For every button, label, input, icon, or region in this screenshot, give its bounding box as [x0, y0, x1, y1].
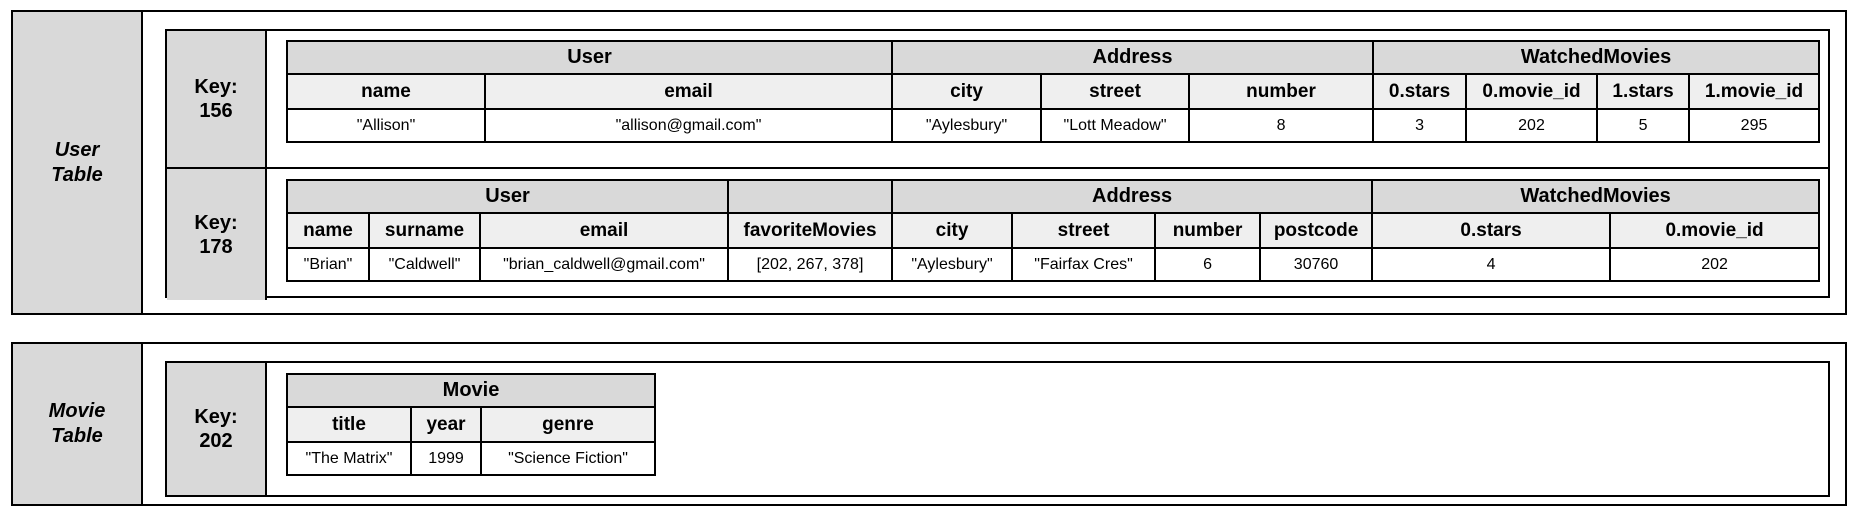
movie-table: Movie Table Key: 202 Movie title year ge… [11, 342, 1847, 506]
key-label: Key: [194, 406, 238, 428]
field-value: 202 [1465, 108, 1599, 143]
field-value: 1999 [410, 441, 482, 476]
field-value: 5 [1596, 108, 1691, 143]
movie-table-name: Movie Table [13, 344, 143, 504]
field-name: name [286, 73, 486, 110]
field-name: title [286, 406, 412, 443]
field-name: 0.movie_id [1609, 212, 1821, 249]
group-header: Address [891, 40, 1375, 75]
group-header: WatchedMovies [1371, 179, 1821, 214]
movie-table-records: Key: 202 Movie title year genre "The Mat… [165, 361, 1830, 497]
key-cell: Key: 156 [167, 31, 267, 167]
group-header: WatchedMovies [1372, 40, 1821, 75]
field-name: city [891, 73, 1043, 110]
field-name: favoriteMovies [727, 212, 894, 249]
field-value: "Lott Meadow" [1040, 108, 1191, 143]
field-value: 6 [1154, 247, 1262, 282]
field-name: 1.stars [1596, 73, 1691, 110]
field-value: 202 [1609, 247, 1821, 282]
key-label: Key: [194, 211, 238, 234]
group-header: User [285, 179, 730, 214]
field-value: "Aylesbury" [891, 247, 1014, 282]
key-cell: Key: 178 [167, 169, 267, 300]
group-header: Movie [286, 373, 656, 408]
field-value: "Science Fiction" [480, 441, 656, 476]
field-name: genre [480, 406, 656, 443]
field-name: 1.movie_id [1688, 73, 1821, 110]
field-name: surname [368, 212, 481, 249]
field-name: postcode [1259, 212, 1374, 249]
user-table: User Table Key: 156 User Address Watched… [11, 10, 1847, 315]
field-name: 0.stars [1372, 73, 1468, 110]
field-name: number [1154, 212, 1262, 249]
record-178: Key: 178 User Address WatchedMovies name [167, 167, 1828, 300]
field-name: street [1011, 212, 1157, 249]
field-value: 30760 [1259, 247, 1374, 282]
key-value: 202 [199, 430, 233, 452]
field-value: "The Matrix" [286, 441, 412, 476]
field-name: name [286, 212, 370, 249]
field-value: "Brian" [286, 247, 370, 282]
field-value: "Allison" [286, 108, 486, 143]
field-name: year [410, 406, 482, 443]
group-header: Address [891, 179, 1374, 214]
field-name: 0.movie_id [1465, 73, 1599, 110]
value-table: User Address WatchedMovies name email ci… [285, 40, 1821, 143]
field-value: 4 [1371, 247, 1612, 282]
value-table: Movie title year genre "The Matrix" 1999… [286, 373, 656, 476]
field-name: email [478, 212, 730, 249]
user-table-name: User Table [13, 12, 143, 313]
key-value: 178 [199, 235, 233, 258]
record-202: Key: 202 Movie title year genre "The Mat… [167, 363, 1828, 495]
group-header: User [285, 40, 894, 75]
field-value: 295 [1688, 108, 1821, 143]
key-cell: Key: 202 [167, 363, 267, 495]
field-value: 3 [1372, 108, 1468, 143]
field-value: "Caldwell" [368, 247, 481, 282]
user-table-records: Key: 156 User Address WatchedMovies name… [165, 29, 1830, 300]
field-name: email [483, 73, 894, 110]
record-156: Key: 156 User Address WatchedMovies name… [167, 31, 1828, 167]
field-value: "Aylesbury" [891, 108, 1043, 143]
key-value: 156 [199, 100, 233, 122]
field-value: "brian_caldwell@gmail.com" [478, 247, 730, 282]
group-header [727, 179, 894, 214]
field-value: [202, 267, 378] [727, 247, 894, 282]
field-value: "allison@gmail.com" [483, 108, 894, 143]
field-name: street [1040, 73, 1191, 110]
value-table: User Address WatchedMovies name surname … [285, 179, 1821, 282]
field-value: "Fairfax Cres" [1011, 247, 1157, 282]
key-label: Key: [194, 76, 238, 98]
field-name: 0.stars [1371, 212, 1612, 249]
field-name: city [891, 212, 1014, 249]
field-value: 8 [1188, 108, 1375, 143]
field-name: number [1188, 73, 1375, 110]
